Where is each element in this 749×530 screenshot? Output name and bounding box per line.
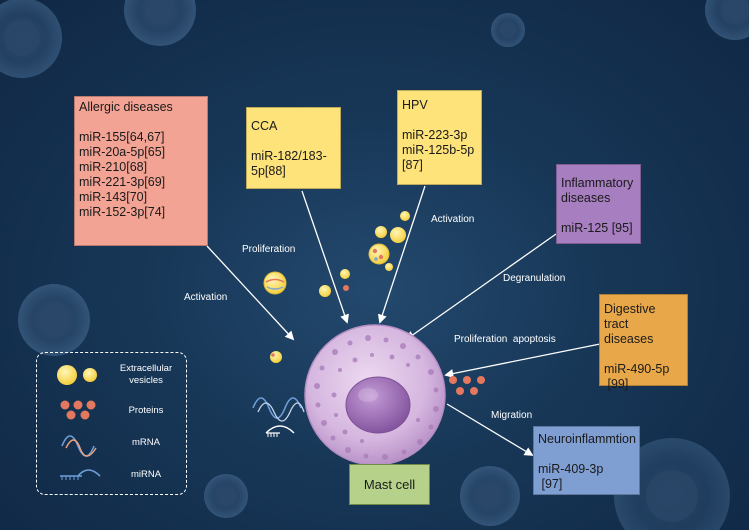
inflammatory-diseases-box: Inflammatory diseases miR-125 [95]	[556, 164, 641, 244]
digestive-title-line-2: diseases	[604, 332, 654, 346]
legend-symbols	[57, 365, 101, 480]
neuro-mirna-2: [97]	[538, 477, 563, 491]
mast-cell-nucleus	[345, 376, 411, 434]
inflammatory-title-line-1: Inflammatory	[561, 176, 634, 190]
label-activation-left: Activation	[184, 292, 228, 303]
arrow-inflammatory	[405, 233, 557, 341]
arrow-hpv	[377, 185, 426, 324]
legend-mrna-text: mRNA	[132, 437, 160, 448]
bg-cell-left	[18, 284, 90, 356]
allergic-mirna-6: miR-152-3p[74]	[79, 205, 166, 219]
digestive-mirna-1: miR-490-5p	[604, 362, 670, 376]
mast-cell-illustration	[304, 324, 446, 466]
bg-cell-bottom-middle	[460, 466, 520, 526]
arrow-cca	[301, 190, 349, 324]
legend-label-proteins: Proteins	[110, 405, 182, 417]
cca-mirna-2: 5p[88]	[251, 164, 286, 178]
neuro-title: Neuroinflammtion	[538, 432, 636, 446]
arrows	[206, 185, 601, 456]
mast-cell-label-text: Mast cell	[363, 477, 416, 492]
legend-label-vesicles: Extracellular vesicles	[110, 363, 182, 387]
inflammatory-title-line-2: diseases	[561, 191, 611, 205]
mast-cell-label: Mast cell	[349, 464, 430, 505]
legend-label-mrna: mRNA	[110, 437, 182, 449]
cca-box: CCA miR-182/183- 5p[88]	[246, 107, 341, 189]
allergic-mirna-4: miR-221-3p[69]	[79, 175, 166, 189]
allergic-mirna-3: miR-210[68]	[79, 160, 148, 174]
neuro-mirna-1: miR-409-3p	[538, 462, 604, 476]
floating-proteins	[343, 285, 485, 395]
hpv-title: HPV	[402, 98, 428, 112]
legend-label-mirna: miRNA	[110, 469, 182, 481]
bg-cell-top-center	[124, 0, 196, 46]
arrow-allergic	[206, 245, 295, 341]
allergic-diseases-title: Allergic diseases	[79, 100, 173, 114]
allergic-mirna-1: miR-155[64,67]	[79, 130, 165, 144]
digestive-title-line-1: Digestive tract	[604, 302, 656, 331]
label-proliferation-apoptosis: Proliferation apoptosis	[454, 334, 556, 345]
bg-cell-top-right	[705, 0, 749, 40]
arrow-digestive	[444, 343, 601, 379]
legend-vesicles-line-2: vesicles	[129, 375, 163, 386]
cca-title: CCA	[251, 119, 278, 133]
mrna-icon	[61, 435, 97, 457]
legend-vesicles-line-1: Extracellular	[119, 363, 173, 374]
digestive-mirna-2: [99]	[604, 377, 629, 391]
label-activation-right: Activation	[431, 214, 475, 225]
allergic-mirna-2: miR-20a-5p[65]	[79, 145, 166, 159]
hpv-mirna-1: miR-223-3p	[402, 128, 468, 142]
vesicles-icon	[57, 365, 97, 385]
floating-vesicles	[263, 211, 410, 363]
arrow-neuro	[446, 403, 534, 456]
cca-mirna-1: miR-182/183-	[251, 149, 327, 163]
label-degranulation: Degranulation	[503, 273, 566, 284]
floating-rna	[252, 397, 305, 437]
inflammatory-mirna-1: miR-125 [95]	[561, 221, 633, 235]
allergic-mirna-5: miR-143[70]	[79, 190, 148, 204]
legend-mirna-text: miRNA	[130, 469, 162, 480]
legend	[36, 352, 187, 495]
bg-cell-upper-right	[491, 13, 525, 47]
mirna-icon	[60, 469, 101, 480]
digestive-tract-diseases-box: Digestive tract diseases miR-490-5p [99]	[599, 294, 688, 391]
hpv-box: HPV miR-223-3p miR-125b-5p [87]	[397, 90, 482, 185]
bg-cell-bottom-right	[614, 438, 730, 530]
cell-granules	[314, 335, 439, 460]
label-migration: Migration	[491, 410, 533, 421]
bg-cell-top-left	[0, 0, 62, 78]
legend-proteins-text: Proteins	[128, 405, 164, 416]
hpv-mirna-2: miR-125b-5p	[402, 143, 475, 157]
neuroinflammation-box: Neuroinflammtion miR-409-3p [97]	[533, 426, 640, 495]
proteins-icon	[60, 400, 96, 420]
hpv-mirna-3: [87]	[402, 158, 423, 172]
bg-cell-bottom-left	[204, 474, 248, 518]
allergic-diseases-box: Allergic diseases miR-155[64,67] miR-20a…	[74, 96, 208, 246]
label-proliferation: Proliferation	[242, 244, 296, 255]
